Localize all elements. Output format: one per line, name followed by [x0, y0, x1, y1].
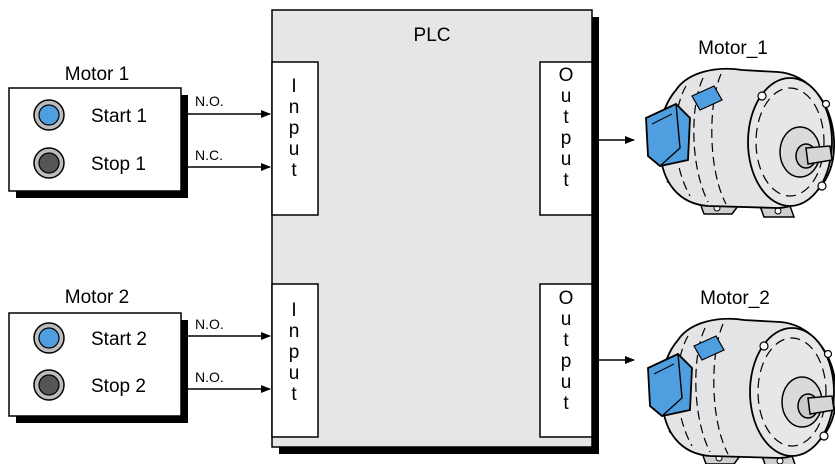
port-letter: u	[289, 139, 300, 160]
port-letter: p	[289, 342, 300, 363]
contact-type-label: N.O.	[195, 316, 224, 332]
button-label: Start 2	[91, 329, 147, 350]
button-station-2: Motor 2 Start 2 Stop 2	[8, 287, 188, 423]
port-letter: n	[289, 321, 300, 342]
motor-icon	[645, 67, 835, 218]
button-label: Stop 2	[91, 376, 146, 397]
motor-icon	[647, 317, 835, 464]
port-letter: u	[561, 309, 572, 330]
wire-stop-1: N.C.	[181, 147, 271, 171]
port-letter: t	[291, 384, 297, 405]
port-letter: O	[559, 65, 574, 86]
port-letter: I	[291, 300, 296, 321]
port-letter: p	[561, 128, 572, 149]
motor-2: Motor_2	[647, 288, 835, 464]
motor-label: Motor_2	[700, 288, 770, 309]
port-letter: t	[563, 107, 569, 128]
port-letter: t	[563, 393, 569, 414]
stop-button-1[interactable]	[33, 147, 65, 179]
wire-start-2: N.O.	[181, 316, 271, 340]
button-station-1: Motor 1 Start 1 Stop 1	[8, 64, 188, 198]
port-letter: p	[561, 351, 572, 372]
start-button-1[interactable]	[33, 99, 65, 131]
start-button-2[interactable]	[33, 322, 65, 354]
button-label: Stop 1	[91, 154, 146, 175]
plc-label: PLC	[414, 25, 451, 46]
station-title: Motor 1	[65, 64, 129, 85]
port-letter: u	[289, 363, 300, 384]
port-letter: O	[559, 288, 574, 309]
port-letter: t	[563, 170, 569, 191]
port-letter: t	[563, 330, 569, 351]
motor-1: Motor_1	[645, 38, 835, 218]
contact-type-label: N.C.	[195, 147, 223, 163]
contact-type-label: N.O.	[195, 93, 224, 109]
wire-stop-2: N.O.	[181, 369, 271, 393]
contact-type-label: N.O.	[195, 369, 224, 385]
port-letter: t	[291, 160, 297, 181]
wire-start-1: N.O.	[181, 93, 271, 118]
port-letter: u	[561, 149, 572, 170]
station-title: Motor 2	[65, 287, 129, 308]
port-letter: p	[289, 118, 300, 139]
port-letter: u	[561, 372, 572, 393]
stop-button-2[interactable]	[33, 369, 65, 401]
port-letter: n	[289, 97, 300, 118]
button-label: Start 1	[91, 106, 147, 127]
port-letter: I	[291, 76, 296, 97]
motor-label: Motor_1	[698, 38, 768, 59]
port-letter: u	[561, 86, 572, 107]
